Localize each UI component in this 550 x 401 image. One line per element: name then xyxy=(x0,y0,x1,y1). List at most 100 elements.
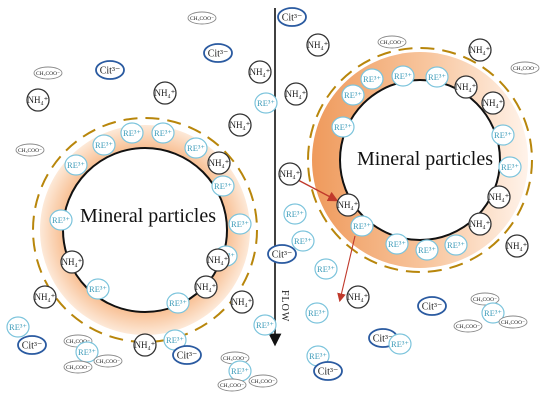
cit-ion-shape xyxy=(95,60,125,80)
re-ion-label: RE³⁺ xyxy=(447,240,465,250)
re-ion: RE³⁺ xyxy=(166,292,190,314)
nh4-ion-shape xyxy=(284,82,308,106)
re-ion: RE³⁺ xyxy=(391,65,415,87)
acetate-ion-label: CH₃COO⁻ xyxy=(66,365,90,371)
cit-ion-label: Cit³⁻ xyxy=(373,334,394,345)
nh4-ion: NH₄⁺ xyxy=(284,82,308,106)
acetate-ion-label: CH₃COO⁻ xyxy=(220,383,244,389)
acetate-ion: CH₃COO⁻ xyxy=(498,315,528,329)
re-ion-label: RE³⁺ xyxy=(353,221,371,231)
acetate-ion: CH₃COO⁻ xyxy=(377,35,407,49)
re-ion-label: RE³⁺ xyxy=(257,98,275,108)
acetate-ion-shape xyxy=(93,354,123,368)
re-ion: RE³⁺ xyxy=(151,122,175,144)
nh4-ion: NH₄⁺ xyxy=(454,75,478,99)
re-ion-label: RE³⁺ xyxy=(67,160,85,170)
nh4-ion-shape xyxy=(468,212,492,236)
re-ion-shape xyxy=(491,124,515,146)
re-ion-shape xyxy=(211,175,235,197)
nh4-ion-shape xyxy=(207,151,231,175)
re-ion-label: RE³⁺ xyxy=(286,209,304,219)
re-ion: RE³⁺ xyxy=(360,68,384,90)
right-dashed-boundary xyxy=(307,47,533,273)
re-ion-label: RE³⁺ xyxy=(9,322,27,332)
nh4-ion-shape xyxy=(228,113,252,137)
re-ion-label: RE³⁺ xyxy=(166,335,184,345)
left-dashed-boundary xyxy=(32,117,258,343)
nh4-ion-label: NH₄⁺ xyxy=(470,219,491,229)
nh4-ion: NH₄⁺ xyxy=(194,275,218,299)
flow-label: FLOW xyxy=(279,290,290,322)
cit-ion-shape xyxy=(417,296,447,316)
re-ion-shape xyxy=(385,233,409,255)
acetate-ion-label: CH₃COO⁻ xyxy=(66,339,90,345)
acetate-ion: CH₃COO⁻ xyxy=(33,66,63,80)
nh4-ion-shape xyxy=(248,60,272,84)
acetate-ion: CH₃COO⁻ xyxy=(93,354,123,368)
cit-ion-label: Cit³⁻ xyxy=(22,341,43,352)
acetate-ion: CH₃COO⁻ xyxy=(470,292,500,306)
re-ion-shape xyxy=(92,134,116,156)
cit-ion: Cit³⁻ xyxy=(17,335,47,355)
acetate-ion-label: CH₃COO⁻ xyxy=(223,356,247,362)
acetate-ion-shape xyxy=(15,143,45,157)
nh4-ion: NH₄⁺ xyxy=(206,248,230,272)
acetate-ion-shape xyxy=(470,292,500,306)
nh4-ion-shape xyxy=(505,234,529,258)
nh4-ion: NH₄⁺ xyxy=(33,285,57,309)
cit-ion-label: Cit³⁻ xyxy=(208,49,229,60)
nh4-ion: NH₄⁺ xyxy=(60,250,84,274)
re-ion: RE³⁺ xyxy=(211,175,235,197)
re-ion: RE³⁺ xyxy=(491,124,515,146)
cit-ion: Cit³⁻ xyxy=(203,43,233,63)
re-ion-label: RE³⁺ xyxy=(294,236,312,246)
nh4-ion-shape xyxy=(153,81,177,105)
re-ion: RE³⁺ xyxy=(64,154,88,176)
nh4-ion-label: NH₄⁺ xyxy=(135,340,156,350)
nh4-ion-shape xyxy=(336,193,360,217)
nh4-ion-shape xyxy=(487,185,511,209)
nh4-ion-label: NH₄⁺ xyxy=(470,45,491,55)
re-ion: RE³⁺ xyxy=(498,156,522,178)
nh4-ion-shape xyxy=(481,91,505,115)
re-ion-label: RE³⁺ xyxy=(231,219,249,229)
nh4-ion: NH₄⁺ xyxy=(346,285,370,309)
nh4-ion-shape xyxy=(278,162,302,186)
re-ion-label: RE³⁺ xyxy=(391,339,409,349)
re-ion: RE³⁺ xyxy=(253,314,277,336)
nh4-ion-label: NH₄⁺ xyxy=(35,292,56,302)
re-ion-shape xyxy=(331,116,355,138)
re-ion-label: RE³⁺ xyxy=(154,128,172,138)
acetate-ion-label: CH₃COO⁻ xyxy=(501,320,525,326)
cit-ion-shape xyxy=(17,335,47,355)
acetate-ion: CH₃COO⁻ xyxy=(15,143,45,157)
acetate-ion-label: CH₃COO⁻ xyxy=(251,379,275,385)
acetate-ion-shape xyxy=(187,11,217,25)
nh4-ion-shape xyxy=(454,75,478,99)
re-ion-label: RE³⁺ xyxy=(363,74,381,84)
re-ion: RE³⁺ xyxy=(6,316,30,338)
cit-ion-shape xyxy=(267,244,297,264)
flow-indicator: FLOW xyxy=(268,8,290,347)
ion-layer: CH₃COO⁻Cit³⁻NH₄⁺CH₃COO⁻NH₄⁺CH₃COO⁻CH₃COO… xyxy=(6,7,540,392)
re-ion: RE³⁺ xyxy=(75,341,99,363)
re-ion-label: RE³⁺ xyxy=(428,72,446,82)
nh4-ion: NH₄⁺ xyxy=(505,234,529,258)
re-ion-label: RE³⁺ xyxy=(344,90,362,100)
nh4-ion-label: NH₄⁺ xyxy=(286,89,307,99)
re-ion-shape xyxy=(86,278,110,300)
exchange-arrows xyxy=(297,179,356,303)
acetate-ion-shape xyxy=(63,360,93,374)
re-ion-label: RE³⁺ xyxy=(78,347,96,357)
right-mineral-particle: Mineral particles xyxy=(307,47,533,273)
nh4-ion: NH₄⁺ xyxy=(306,33,330,57)
re-ion-label: RE³⁺ xyxy=(418,245,436,255)
cit-ion-label: Cit³⁻ xyxy=(282,13,303,24)
re-out-arrow xyxy=(337,235,356,303)
re-ion-label: RE³⁺ xyxy=(95,140,113,150)
nh4-ion-label: NH₄⁺ xyxy=(155,88,176,98)
nh4-ion-label: NH₄⁺ xyxy=(489,192,510,202)
nh4-ion-label: NH₄⁺ xyxy=(196,282,217,292)
cit-ion-label: Cit³⁻ xyxy=(422,302,443,313)
